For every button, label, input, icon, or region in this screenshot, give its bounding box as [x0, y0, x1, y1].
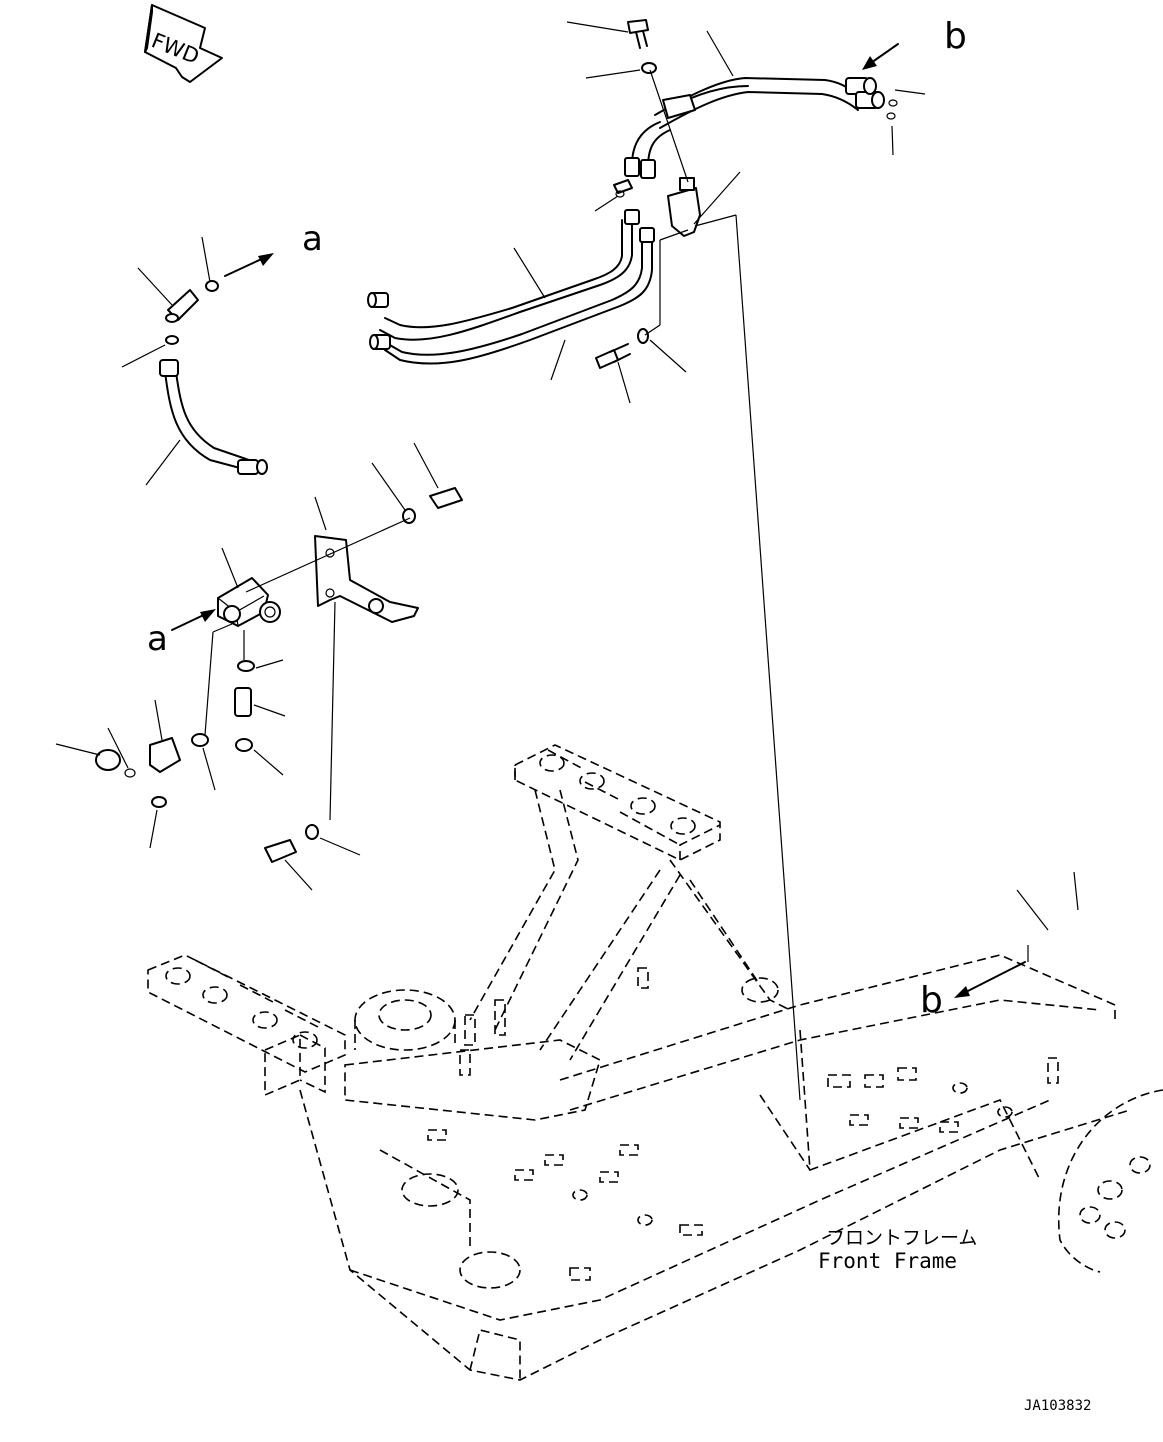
- callout-a-top: a: [302, 219, 323, 259]
- callout-arrows: [171, 43, 1026, 998]
- front-frame-label-en: Front Frame: [818, 1249, 957, 1273]
- upper-hose-assembly: [367, 19, 898, 369]
- front-frame-drawing: [147, 744, 1163, 1381]
- callout-b-top: b: [944, 16, 967, 57]
- fwd-label: FWD: [148, 28, 202, 69]
- callout-b-frame: b: [920, 980, 943, 1021]
- drawing-number: JA103832: [1024, 1398, 1091, 1414]
- left-side-parts: [95, 280, 463, 863]
- fwd-direction-badge: FWD: [144, 4, 223, 83]
- callout-a-left: a: [147, 619, 168, 659]
- leader-lines: [55, 21, 1079, 1101]
- front-frame-label-jp: フロントフレーム: [826, 1227, 977, 1249]
